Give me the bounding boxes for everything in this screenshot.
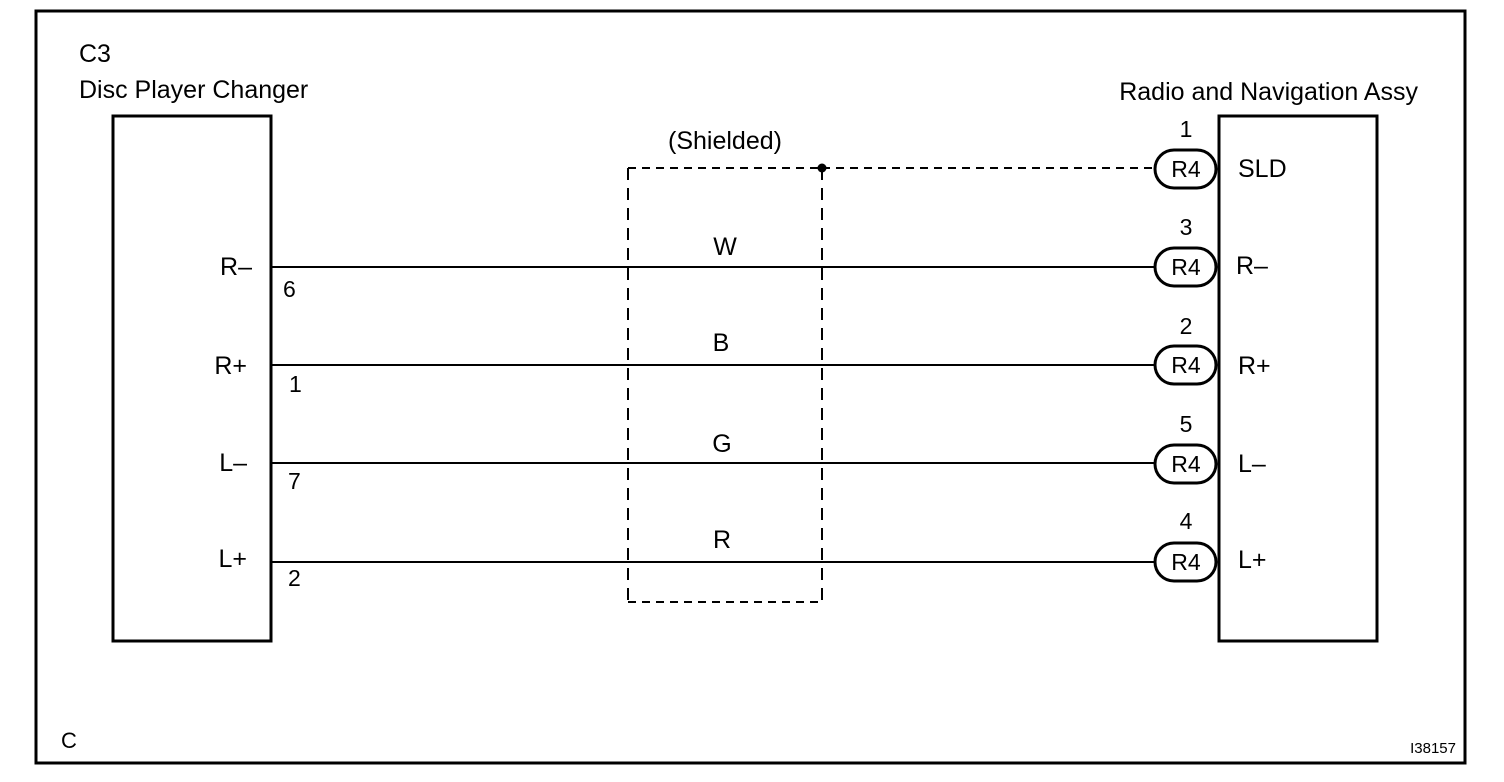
- right-pin-number: 3: [1180, 214, 1193, 240]
- right-pin-number: 1: [1180, 116, 1193, 142]
- left-component-box: [111, 114, 273, 643]
- right-signal-label: R–: [1236, 252, 1268, 280]
- right-signal-label: L+: [1238, 546, 1267, 574]
- left-component-name: Disc Player Changer: [79, 76, 308, 104]
- connector-code: R4: [1171, 549, 1201, 575]
- wire-color-label: G: [712, 430, 731, 458]
- left-signal-label: R–: [220, 253, 252, 281]
- connector-code: R4: [1171, 352, 1201, 378]
- wire-color-label: B: [713, 329, 730, 357]
- right-pin-number: 2: [1180, 313, 1193, 339]
- right-signal-label: SLD: [1238, 155, 1287, 183]
- wire-color-label: W: [713, 233, 737, 261]
- wire-color-label: R: [713, 526, 731, 554]
- left-signal-label: R+: [214, 352, 247, 380]
- connector-code: R4: [1171, 156, 1201, 182]
- left-pin-number: 7: [288, 468, 301, 494]
- left-pin-number: 1: [289, 371, 302, 397]
- connector-terminal: [1153, 443, 1218, 485]
- connector-terminal: [1153, 246, 1218, 288]
- left-signal-label: L–: [219, 449, 247, 477]
- outer-frame: [34, 9, 1467, 765]
- figure-id: I38157: [1410, 740, 1456, 757]
- right-pin-number: 4: [1180, 508, 1193, 534]
- right-component-box: [1217, 114, 1379, 643]
- left-pin-number: 6: [283, 276, 296, 302]
- connector-code: R4: [1171, 451, 1201, 477]
- connector-terminal: [1153, 148, 1218, 190]
- connector-terminal: [1153, 344, 1218, 386]
- right-signal-label: R+: [1238, 352, 1271, 380]
- right-signal-label: L–: [1238, 450, 1266, 478]
- left-component-code: C3: [79, 40, 111, 68]
- left-signal-label: L+: [218, 545, 247, 573]
- left-pin-number: 2: [288, 565, 301, 591]
- corner-code: C: [61, 728, 77, 753]
- connector-terminal: [1153, 541, 1218, 583]
- right-component-name: Radio and Navigation Assy: [1119, 78, 1418, 106]
- connector-code: R4: [1171, 254, 1201, 280]
- right-pin-number: 5: [1180, 411, 1193, 437]
- shield-label: (Shielded): [668, 127, 782, 155]
